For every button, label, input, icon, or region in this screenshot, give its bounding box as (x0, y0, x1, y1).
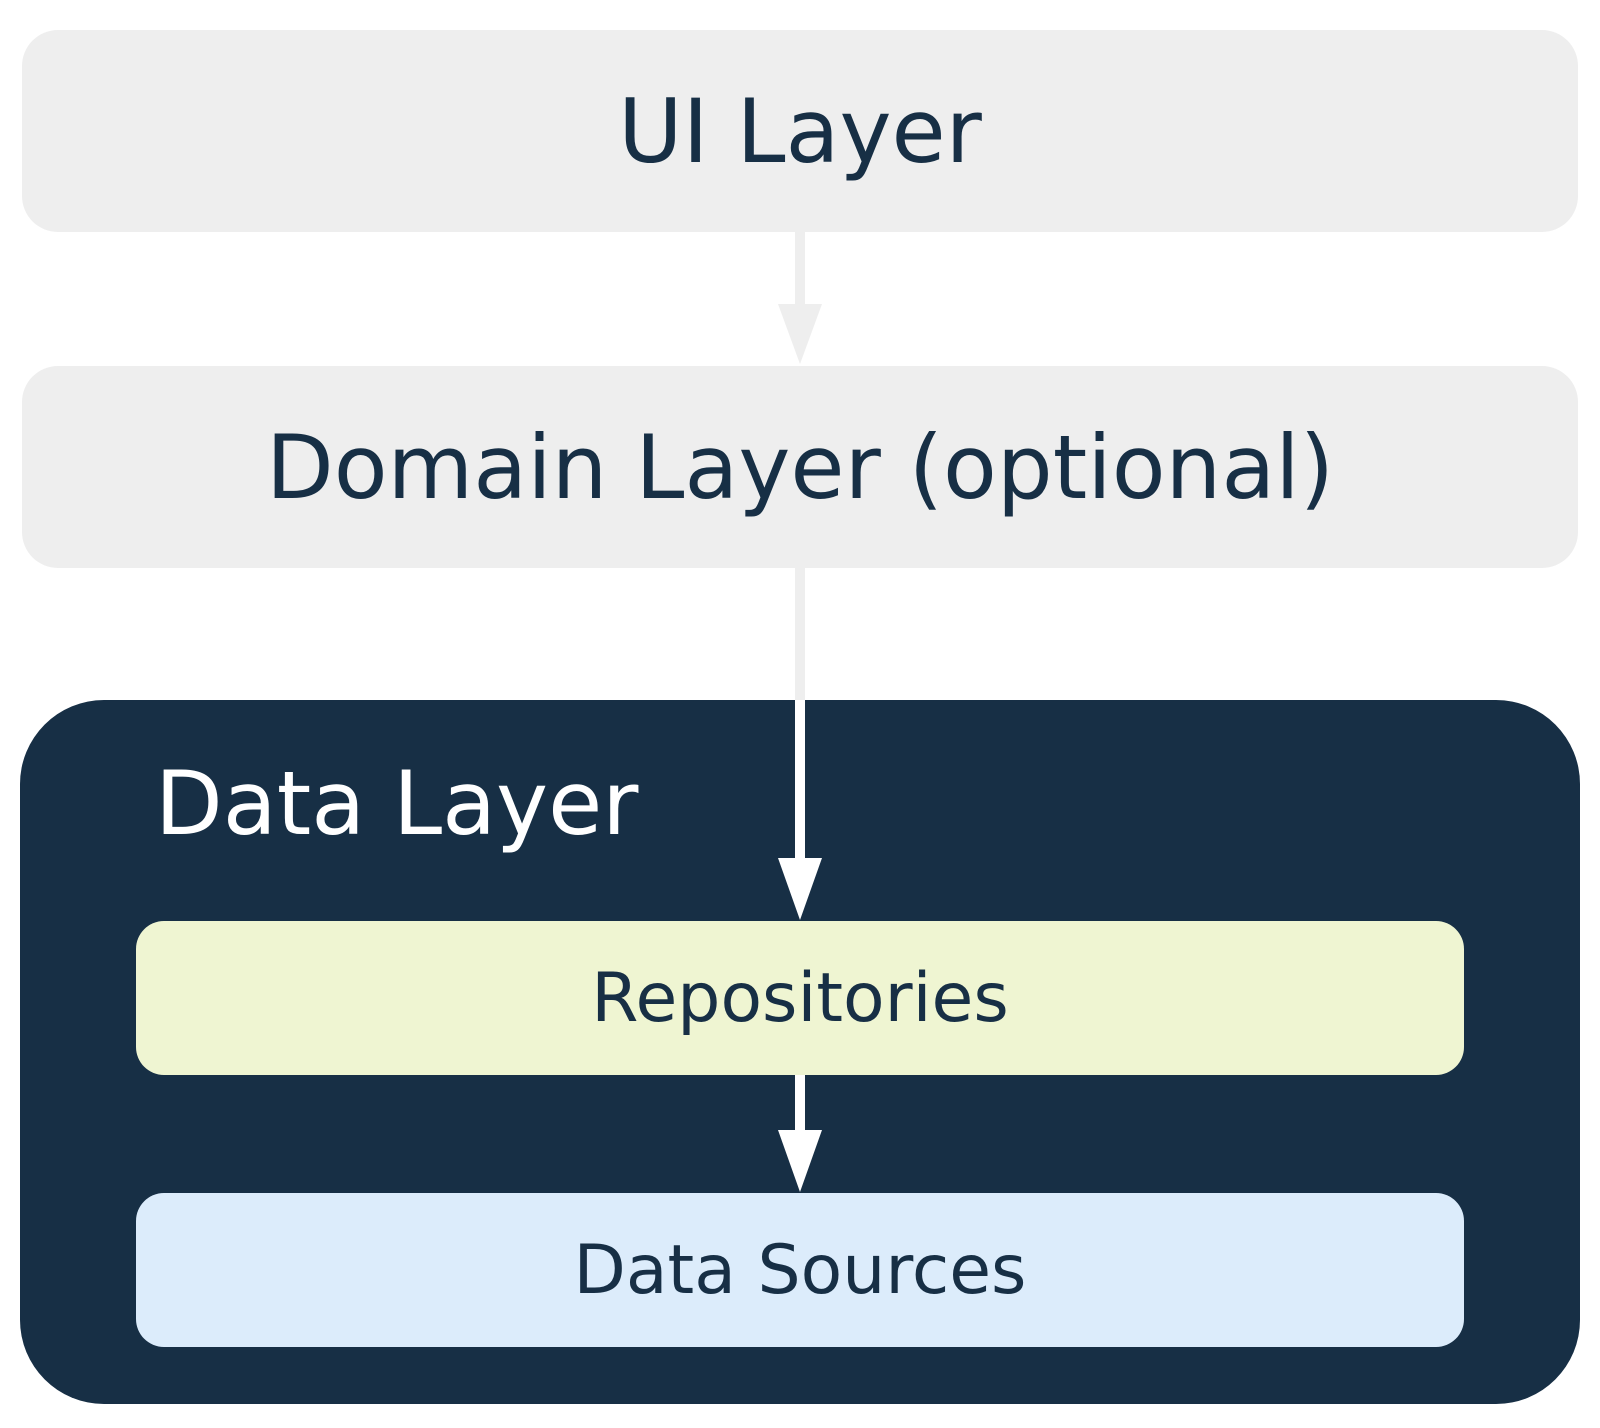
ui-layer-box: UI Layer (22, 30, 1578, 232)
arrow-domain-to-repositories (778, 568, 822, 920)
domain-layer-box: Domain Layer (optional) (22, 366, 1578, 568)
data-layer-label: Data Layer (155, 752, 639, 855)
repositories-label: Repositories (591, 958, 1009, 1038)
ui-layer-label: UI Layer (618, 79, 982, 183)
arrow-repositories-to-data-sources (778, 1075, 822, 1192)
repositories-box: Repositories (136, 921, 1464, 1075)
data-sources-label: Data Sources (573, 1230, 1027, 1310)
domain-layer-label: Domain Layer (optional) (265, 415, 1335, 519)
arrow-ui-to-domain (778, 232, 822, 364)
data-sources-box: Data Sources (136, 1193, 1464, 1347)
